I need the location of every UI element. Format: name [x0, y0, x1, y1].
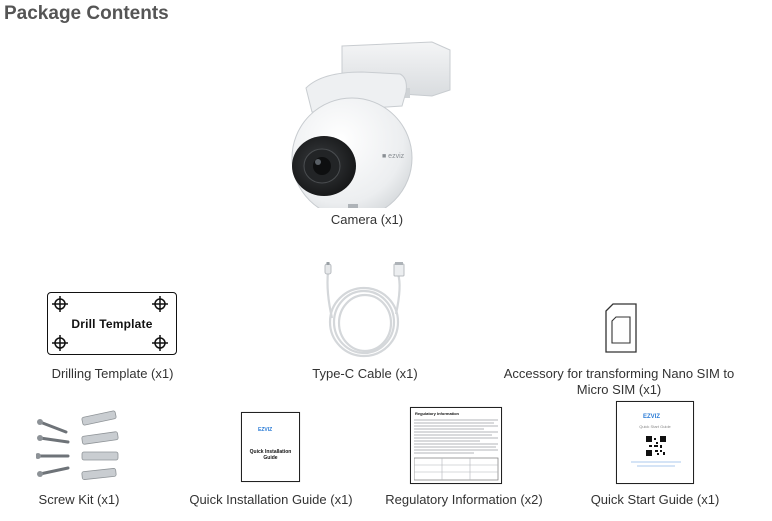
type-c-cable-caption: Type-C Cable (x1)	[312, 366, 418, 381]
quick-installation-guide-image: EZVIZ Quick Installation Guide	[241, 412, 300, 482]
svg-text:■ ezviz: ■ ezviz	[382, 153, 405, 160]
type-c-cable-image	[324, 262, 405, 358]
drilling-template-label: Drill Template	[71, 317, 153, 331]
camera-caption: Camera (x1)	[330, 212, 404, 227]
regulatory-information-image: Regulatory Information	[410, 407, 502, 484]
quick-start-guide-caption: Quick Start Guide (x1)	[590, 492, 720, 507]
drilling-template-image: Drill Template	[47, 292, 177, 355]
quick-installation-guide-art-title: Quick Installation Guide	[249, 449, 292, 461]
camera-image: ■ ezviz	[291, 41, 451, 208]
qr-code-icon	[646, 436, 666, 456]
sim-adapter-image	[605, 303, 637, 353]
screw-kit-image	[36, 410, 119, 480]
quick-start-guide-art-title: Quick Start Guide	[639, 424, 671, 429]
sim-adapter-caption-line2: Micro SIM (x1)	[576, 382, 662, 397]
regulatory-information-art-title: Regulatory Information	[415, 411, 460, 416]
ezviz-logo-icon: EZVIZ	[258, 427, 273, 433]
regulatory-information-caption: Regulatory Information (x2)	[385, 492, 543, 507]
quick-start-guide-image: EZVIZ Quick Start Guide	[616, 401, 694, 484]
drilling-template-caption: Drilling Template (x1)	[51, 366, 174, 381]
sim-adapter-caption: Accessory for transforming Nano SIM to M…	[494, 366, 744, 398]
page-title: Package Contents	[4, 3, 169, 24]
sim-adapter-caption-line1: Accessory for transforming Nano SIM to	[503, 366, 735, 381]
screw-kit-caption: Screw Kit (x1)	[38, 492, 120, 507]
quick-installation-guide-caption: Quick Installation Guide (x1)	[189, 492, 353, 507]
ezviz-logo-icon-2: EZVIZ	[643, 414, 661, 420]
